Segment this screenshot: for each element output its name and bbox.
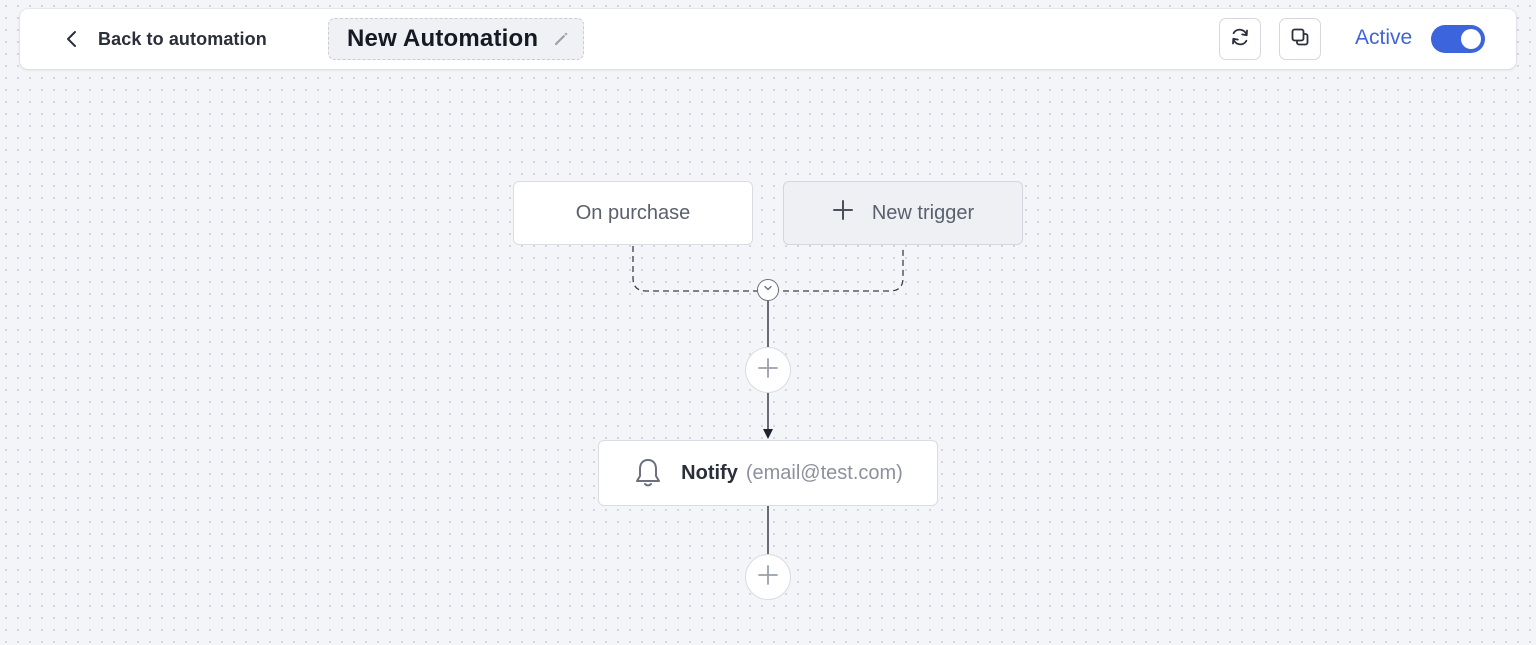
- new-trigger-button[interactable]: New trigger: [783, 181, 1023, 245]
- back-to-automation-button[interactable]: Back to automation: [64, 23, 267, 55]
- plus-icon: [757, 564, 779, 591]
- refresh-icon: [1229, 26, 1251, 53]
- chevron-down-icon: [762, 281, 774, 299]
- plus-icon: [832, 199, 854, 227]
- trigger-label: On purchase: [575, 201, 691, 224]
- toggle-knob: [1461, 29, 1481, 49]
- action-label: Notify: [681, 461, 738, 484]
- new-trigger-label: New trigger: [871, 201, 975, 224]
- action-detail: (email@test.com): [745, 461, 903, 484]
- duplicate-icon: [1289, 26, 1311, 53]
- plus-icon: [757, 357, 779, 384]
- trigger-on-purchase[interactable]: On purchase: [513, 181, 753, 245]
- action-notify[interactable]: Notify (email@test.com): [598, 440, 938, 506]
- status-label: Active: [1355, 26, 1413, 49]
- active-toggle[interactable]: [1431, 25, 1485, 53]
- automation-header: Back to automation New Automation: [20, 9, 1516, 69]
- bell-icon: [633, 457, 663, 489]
- page-title: New Automation: [347, 25, 539, 52]
- automation-title-field[interactable]: New Automation: [328, 18, 584, 60]
- refresh-button[interactable]: [1219, 18, 1261, 60]
- pencil-icon[interactable]: [552, 30, 570, 48]
- back-label: Back to automation: [98, 28, 267, 49]
- chevron-left-icon: [64, 29, 80, 49]
- add-step-button[interactable]: [745, 347, 791, 393]
- add-step-button[interactable]: [745, 554, 791, 600]
- duplicate-button[interactable]: [1279, 18, 1321, 60]
- collapse-triggers-button[interactable]: [757, 279, 779, 301]
